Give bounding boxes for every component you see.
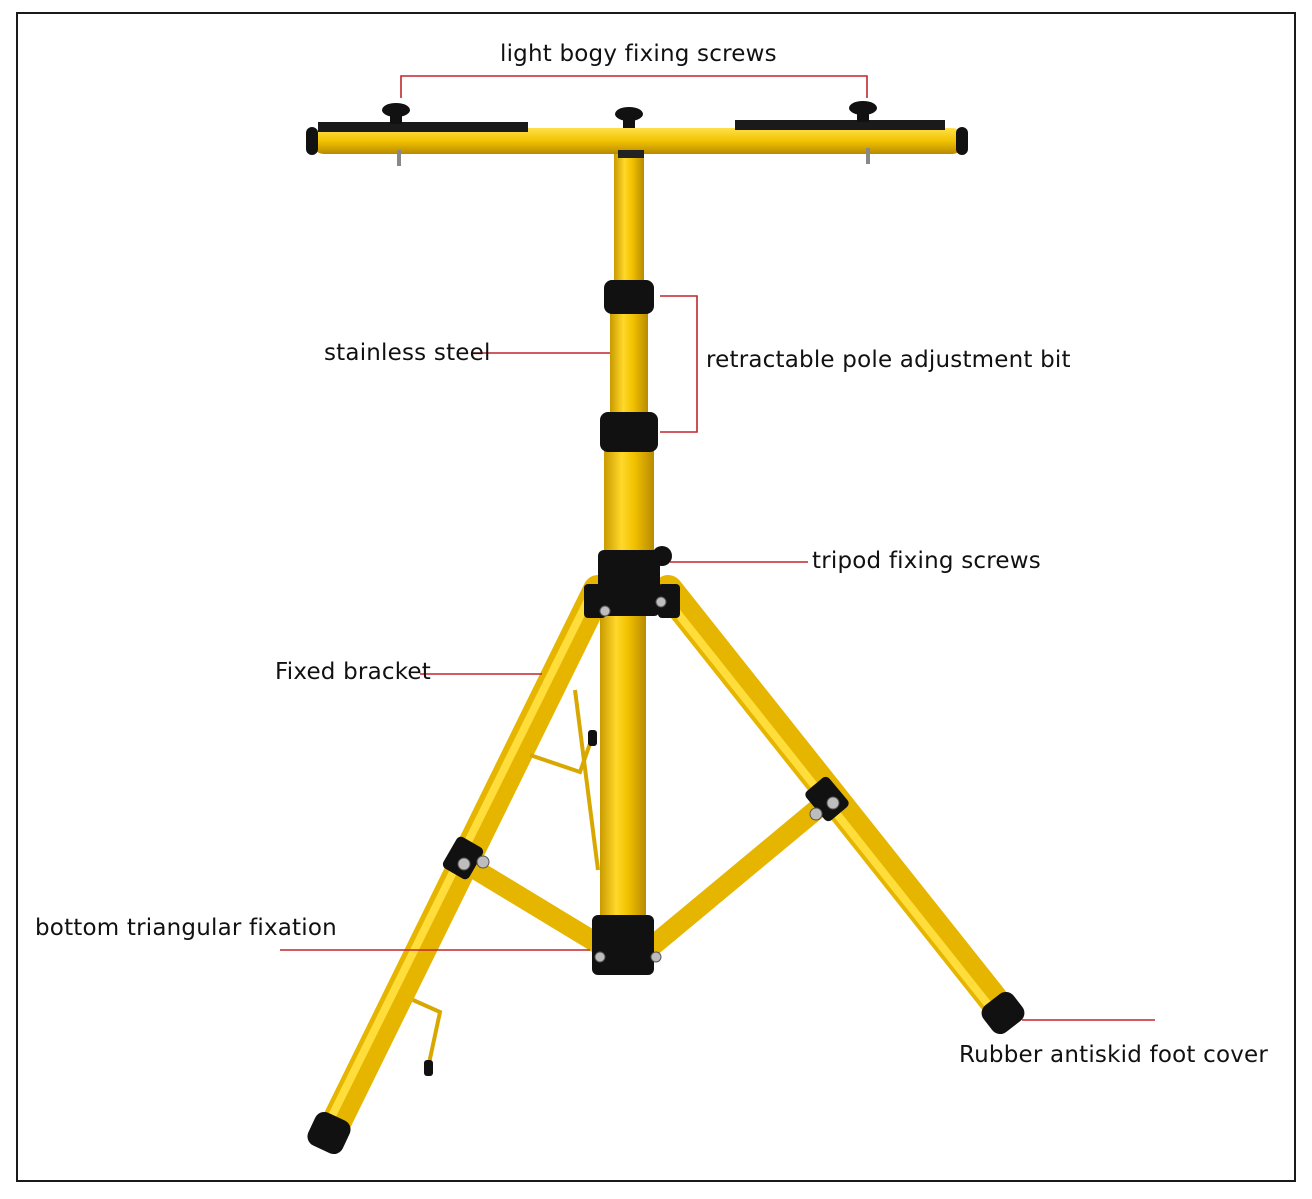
- lower-adjustment-clamp: [600, 412, 658, 452]
- label-retractable-pole-adjustment-bit: retractable pole adjustment bit: [706, 347, 1071, 373]
- bolt-heads: [457, 596, 840, 963]
- leader-lines: [280, 75, 1155, 1021]
- tripod-fixing-knob: [652, 546, 672, 566]
- fixed-bracket-wire: [412, 689, 600, 1069]
- screw-right-icon: [849, 101, 877, 122]
- center-pole: [600, 150, 654, 930]
- light-bogy-screws: [382, 101, 877, 128]
- upper-adjustment-clamp: [604, 280, 654, 314]
- leader-light-bogy: [400, 75, 868, 98]
- bottom-braces: [458, 795, 832, 958]
- image-frame: [16, 12, 1296, 1182]
- pole-clamps: [592, 280, 672, 975]
- left-foot-cap: [307, 1111, 351, 1155]
- label-rubber-antiskid-foot-cover: Rubber antiskid foot cover: [959, 1042, 1269, 1068]
- label-tripod-fixing-screws: tripod fixing screws: [812, 548, 1041, 574]
- screw-center-icon: [615, 107, 643, 128]
- tripod-head-clamp: [598, 550, 660, 616]
- label-fixed-bracket: Fixed bracket: [275, 659, 431, 685]
- label-bottom-triangular-fixation: bottom triangular fixation: [35, 915, 337, 941]
- bracket-tip-lower: [424, 1060, 433, 1076]
- screw-left-icon: [382, 103, 410, 124]
- label-light-bogy-fixing-screws: light bogy fixing screws: [500, 41, 777, 67]
- label-stainless-steel: stainless steel: [324, 340, 491, 366]
- leader-retractable: [660, 295, 698, 433]
- leg-joints: [442, 584, 849, 880]
- rubber-feet: [307, 991, 1025, 1155]
- bracket-tip: [588, 730, 597, 746]
- bottom-hub-clamp: [592, 915, 654, 975]
- right-foot-cap: [981, 991, 1025, 1035]
- top-crossbar: [306, 120, 968, 166]
